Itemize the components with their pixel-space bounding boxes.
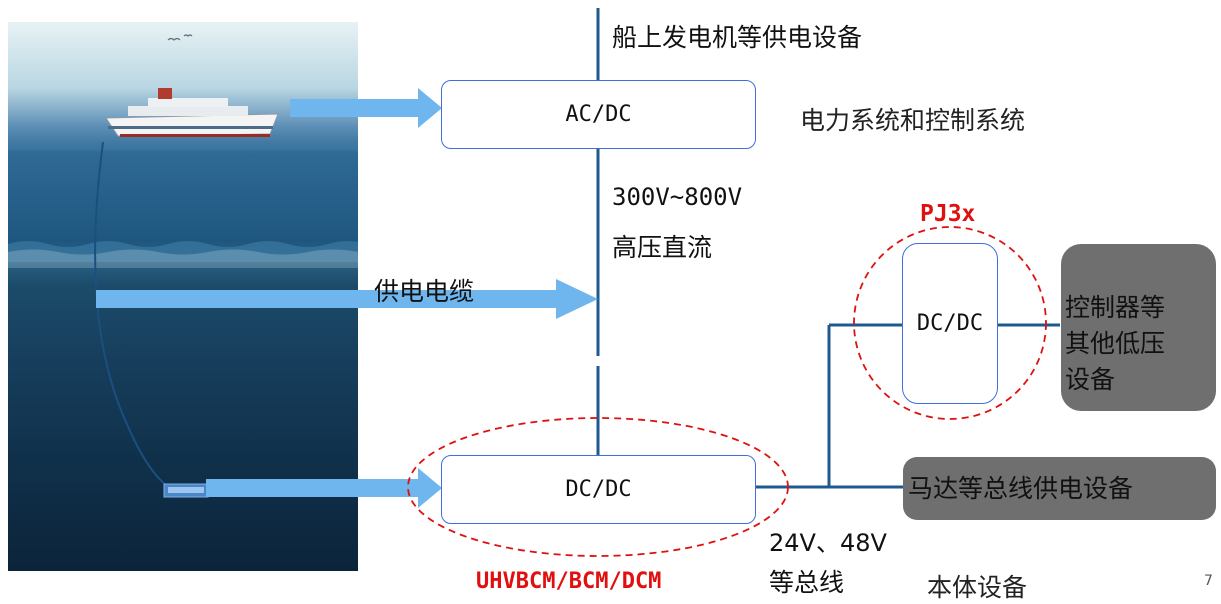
- ac-dc-box: AC/DC: [441, 80, 756, 149]
- bus-voltage-line1: 24V、48V: [769, 529, 887, 557]
- pj3x-label: PJ3x: [920, 201, 976, 227]
- ac-dc-label: AC/DC: [565, 102, 632, 127]
- dc-dc-mid-label: DC/DC: [916, 311, 984, 336]
- controller-devices-text: 控制器等 其他低压 设备: [1065, 290, 1165, 398]
- controller-line-2: 其他低压: [1065, 329, 1166, 358]
- arrow-cable-to-bus: [96, 279, 598, 319]
- bcm-dashed-ellipse: [407, 417, 789, 557]
- controller-line-3: 设备: [1065, 365, 1116, 394]
- motor-devices-box: [903, 457, 1216, 520]
- bus-voltage-line2: 等总线: [769, 568, 845, 597]
- dc-dc-mid-box: DC/DC: [902, 243, 998, 404]
- page-number: 7: [1204, 573, 1213, 589]
- power-control-label: 电力系统和控制系统: [800, 106, 1026, 135]
- controller-devices-box: [1061, 244, 1216, 411]
- high-voltage-line1: 300V~800V: [612, 183, 743, 211]
- pj3x-dashed-ellipse: [853, 226, 1047, 420]
- arrows: [96, 88, 598, 508]
- ship-icon: [105, 88, 279, 137]
- controller-line-1: 控制器等: [1065, 293, 1166, 322]
- motor-devices-text: 马达等总线供电设备: [908, 474, 1134, 503]
- body-equipment-label: 本体设备: [927, 573, 1028, 602]
- dc-dc-bottom-label: DC/DC: [565, 477, 632, 502]
- arrow-rov-to-dcdc: [206, 468, 442, 508]
- bcm-label: UHVBCM/BCM/DCM: [476, 569, 662, 594]
- dc-dc-bottom-box: DC/DC: [441, 455, 756, 524]
- ship-power-label: 船上发电机等供电设备: [612, 23, 863, 52]
- arrow-ship-to-acdc: [290, 88, 442, 128]
- high-voltage-line2: 高压直流: [612, 233, 713, 262]
- cable-label: 供电电缆: [374, 277, 475, 306]
- birds-icon: [167, 34, 193, 41]
- tether-cable: [94, 141, 171, 489]
